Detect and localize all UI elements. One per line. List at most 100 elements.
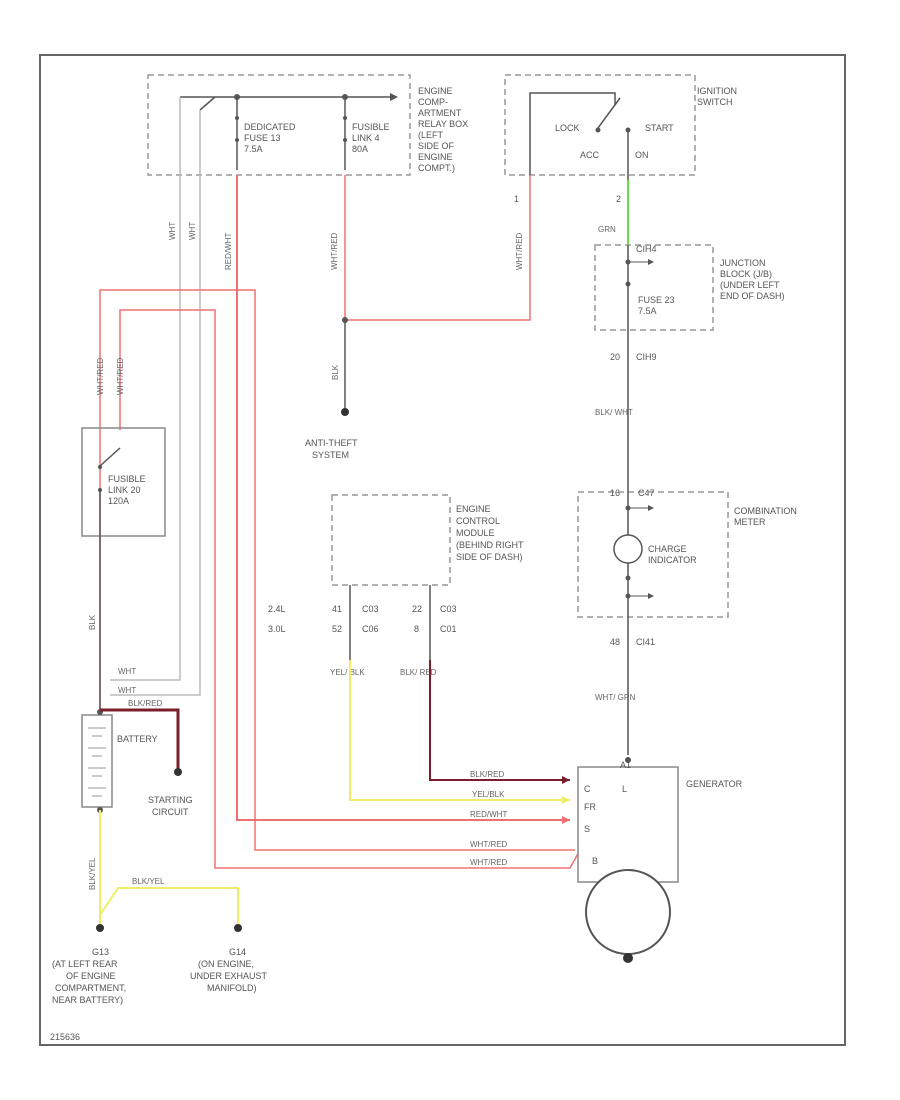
fl4-contact-1 [343,116,347,120]
svg-text:OF ENGINE: OF ENGINE [66,971,116,981]
wire-wht-red-top-label: WHT/RED [330,232,339,270]
gen-term-fr: FR [584,802,596,812]
ecm-conn-3: C03 [440,604,457,614]
ecm-conn-1: C03 [362,604,379,614]
anti-theft-terminal [341,408,349,416]
generator-ground [623,953,633,963]
relay-box [147,74,411,176]
gen-term-c: C [584,784,591,794]
jb-conn-cih9: CIH9 [636,352,657,362]
jb-node-2 [625,281,631,287]
wire-wht-1-label: WHT [168,222,177,240]
ground-g14-terminal [234,924,242,932]
svg-text:END OF DASH): END OF DASH) [720,291,785,301]
relay-bus-arrow [390,93,398,101]
wire-wht-1 [110,97,181,681]
wire-yel-blk-arrow [562,796,570,804]
fl20-l2: LINK 20 [108,485,141,495]
fusible-link4-l1: FUSIBLE [352,122,390,132]
wire-ground-label-2: BLK/YEL [132,877,165,886]
combination-meter-l2: METER [734,517,766,527]
fusible-link-20-box [81,427,166,537]
svg-text:NEAR BATTERY): NEAR BATTERY) [52,995,123,1005]
junction-block-label: JUNCTION BLOCK (J/B) (UNDER LEFT END OF … [720,258,785,301]
charge-indicator-lamp [613,534,643,564]
wire-blk-red-gen-label: BLK/RED [470,770,504,779]
wire-blk-bat-label: BLK [88,614,97,630]
svg-text:RELAY BOX: RELAY BOX [418,119,468,129]
wire-blk-red-arrow [562,776,570,784]
generator-rotor [585,869,671,955]
svg-text:UNDER EXHAUST: UNDER EXHAUST [190,971,268,981]
wire-blk-wht-l1: BLK/ WHT [595,408,633,417]
wire-wht-grn-label: WHT/ GRN [595,693,636,702]
starting-circuit-l1: STARTING [148,795,193,805]
anti-theft-l2: SYSTEM [312,450,349,460]
svg-text:(ON ENGINE,: (ON ENGINE, [198,959,254,969]
wire-yel-blk-v-label: YEL/ BLK [330,668,365,677]
wire-red-wht [236,175,570,821]
meter-conn-c47: C47 [638,488,655,498]
fuse23-l1: FUSE 23 [638,295,675,305]
meter-pin-48: 48 [610,637,620,647]
svg-text:(UNDER LEFT: (UNDER LEFT [720,280,780,290]
battery-label: BATTERY [117,734,158,744]
svg-text:ENGINE: ENGINE [456,504,491,514]
wire-wht-red-v1-label: WHT/RED [96,357,105,395]
generator-box [577,766,679,883]
dedicated-fuse-l3: 7.5A [244,144,263,154]
ignition-switch-l1: IGNITION [697,86,737,96]
wire-red-wht-arrow [562,816,570,824]
wire-wht-red-gen2-label: WHT/RED [470,858,508,867]
svg-text:G13: G13 [92,947,109,957]
ecm-conn-4: C01 [440,624,457,634]
svg-text:(BEHIND RIGHT: (BEHIND RIGHT [456,540,524,550]
meter-branch-arrow-top [648,505,654,511]
ign-acc: ACC [580,150,600,160]
jb-branch-arrow [648,259,654,265]
fuse13-contact-1 [235,116,239,120]
junction-block-box [594,244,714,331]
ign-contact-acc [595,127,601,133]
ignition-switch-box [504,74,696,176]
fuse23-l2: 7.5A [638,306,657,316]
ign-pin-2: 2 [616,194,621,204]
wire-wht-red-ign [345,175,531,321]
fuse13-contact-2 [235,138,239,142]
fl20-l3: 120A [108,496,129,506]
gen-term-s: S [584,824,590,834]
wire-ground-label-1: BLK/YEL [88,857,97,890]
svg-text:(AT LEFT REAR: (AT LEFT REAR [52,959,118,969]
svg-text:COMPARTMENT,: COMPARTMENT, [55,983,126,993]
svg-text:COMPT.): COMPT.) [418,163,455,173]
combination-meter-box [577,491,729,618]
meter-conn-ci41: CI41 [636,637,655,647]
wire-wht-red-ign-label: WHT/RED [515,232,524,270]
dedicated-fuse-l1: DEDICATED [244,122,296,132]
ecm-box [331,494,451,586]
svg-text:JUNCTION: JUNCTION [720,258,766,268]
svg-text:ENGINE: ENGINE [418,86,453,96]
ground-g14-label: G14 (ON ENGINE, UNDER EXHAUST MANIFOLD) [190,947,268,993]
fl20-contact-1 [98,465,102,469]
charge-indicator-l2: INDICATOR [648,555,697,565]
gen-term-b: B [592,856,598,866]
wire-blk-anti-label: BLK [331,364,340,380]
battery-symbol [81,714,113,808]
generator-l-terminal [625,757,631,763]
engine-2-4l: 2.4L [268,604,286,614]
wire-blk-red-bat-label: BLK/RED [128,699,162,708]
gen-term-l: L [622,784,627,794]
ign-start: START [645,123,674,133]
wire-red-wht-gen-label: RED/WHT [470,810,507,819]
wire-wht-red-v2-label: WHT/RED [116,357,125,395]
generator-label: GENERATOR [686,779,743,789]
engine-3-0l: 3.0L [268,624,286,634]
fl20-l1: FUSIBLE [108,474,146,484]
wire-wht-b-label: WHT [118,686,136,695]
wire-blk-red-v-label: BLK/ RED [400,668,437,677]
figure-id: 215636 [50,1032,80,1042]
ign-on: ON [635,150,649,160]
svg-text:SIDE OF: SIDE OF [418,141,455,151]
svg-text:SIDE OF DASH): SIDE OF DASH) [456,552,523,562]
